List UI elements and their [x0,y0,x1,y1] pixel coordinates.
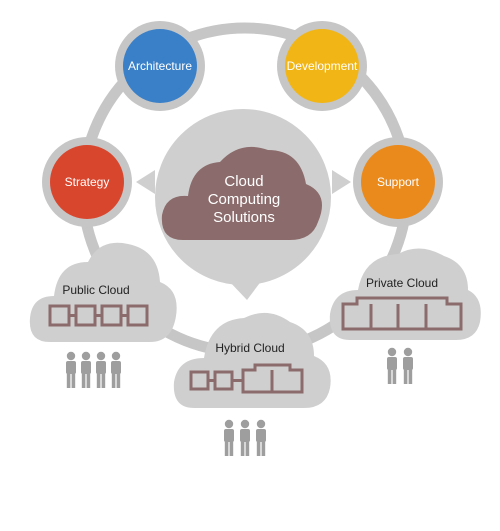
node-support-label: Support [377,175,420,189]
public-cloud: Public Cloud [29,242,177,388]
hybrid-cloud: Hybrid Cloud [173,312,331,456]
hybrid-users-icon [224,419,266,456]
node-support: Support [353,137,443,227]
public-cloud-label: Public Cloud [62,283,129,297]
center-title-line3: Solutions [213,209,275,226]
center-title-line2: Computing [208,191,281,208]
center-cloud-icon [161,146,322,240]
private-users-icon [387,347,413,384]
public-users-icon [66,351,121,388]
hybrid-server-icon [189,363,304,394]
node-strategy: Strategy [42,137,132,227]
public-cloud-shape [29,242,177,342]
hybrid-cloud-label: Hybrid Cloud [215,341,284,355]
node-architecture: Architecture [115,21,205,111]
node-development-label: Development [287,59,358,73]
private-server-icon [341,296,463,331]
private-cloud-shape [329,248,481,340]
center-bubble: Cloud Computing Solutions [136,105,351,300]
node-development: Development [277,21,367,111]
private-cloud: Private Cloud [329,248,481,384]
private-cloud-label: Private Cloud [366,276,438,290]
node-strategy-label: Strategy [65,175,110,189]
node-architecture-label: Architecture [128,59,192,73]
hybrid-cloud-shape [173,312,331,408]
public-server-chain-icon [48,304,149,327]
center-title-line1: Cloud [224,173,263,190]
